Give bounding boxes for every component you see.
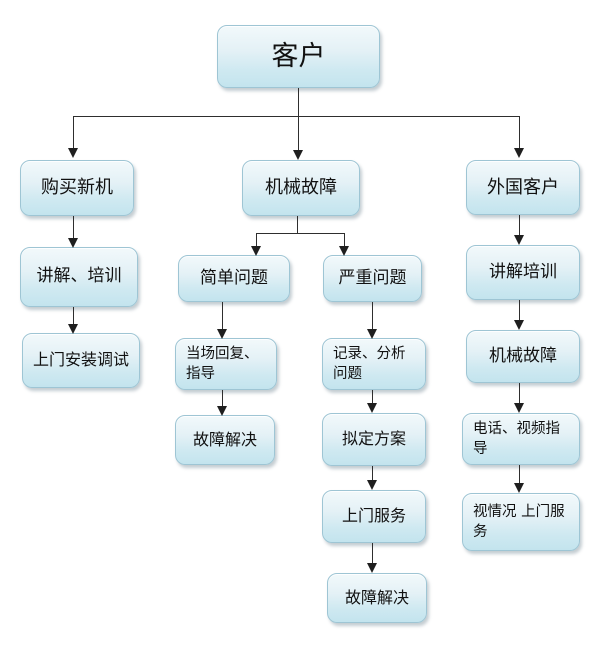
connector-simple-to-reply <box>222 302 223 329</box>
flowchart-node-fault-solved-simple: 故障解决 <box>175 415 275 465</box>
connector-split-bar <box>256 233 345 234</box>
arrowhead-to-onsite-reply <box>217 329 227 339</box>
arrowhead-to-onsite-service <box>367 480 377 490</box>
connector-phone-to-depends <box>519 465 520 483</box>
flowchart-node-foreign-customer: 外国客户 <box>466 160 580 215</box>
arrowhead-to-simple-problem <box>251 246 261 256</box>
arrowhead-to-buy-new <box>68 148 78 158</box>
connector-customer-stem <box>298 88 299 116</box>
flowchart-node-onsite-install-debug: 上门安装调试 <box>22 333 140 388</box>
arrowhead-to-onsite-depends <box>514 483 524 493</box>
connector-top-branch-bar <box>73 116 520 117</box>
flowchart-node-serious-problem: 严重问题 <box>323 255 422 302</box>
arrowhead-to-mech-fault <box>293 150 303 160</box>
arrowhead-to-fault-solved-serious <box>367 563 377 573</box>
arrowhead-to-fault-solved-simple <box>217 406 227 416</box>
arrowhead-to-serious-problem <box>339 246 349 256</box>
connector-record-to-plan <box>372 390 373 404</box>
flowchart-node-customer: 客户 <box>217 25 380 88</box>
flowchart-node-mechanical-fault-right: 机械故障 <box>466 330 580 383</box>
arrowhead-to-explain-right <box>514 235 524 245</box>
connector-plan-to-service <box>372 466 373 481</box>
connector-drop-serious <box>344 233 345 246</box>
flowchart-node-explain-training-right: 讲解培训 <box>466 245 580 300</box>
flowchart-node-explain-training-left: 讲解、培训 <box>20 247 138 307</box>
connector-drop-simple <box>256 233 257 246</box>
connector-drop-foreign <box>519 116 520 148</box>
connector-explain-to-mech-right <box>519 300 520 320</box>
flowchart-node-phone-video-guidance: 电话、视频指导 <box>462 413 580 465</box>
flowchart-node-onsite-reply-guidance: 当场回复、指导 <box>175 338 277 390</box>
connector-serious-to-record <box>372 302 373 329</box>
arrowhead-to-mech-fault-right <box>514 320 524 330</box>
flowchart-node-draft-plan: 拟定方案 <box>322 413 426 466</box>
flowchart-node-simple-problem: 简单问题 <box>178 255 290 302</box>
connector-drop-mech-fault <box>298 116 299 150</box>
connector-drop-buy-new <box>73 116 74 148</box>
flowchart-node-mechanical-fault: 机械故障 <box>242 160 360 216</box>
connector-mech-fault-stem <box>297 216 298 233</box>
connector-reply-to-solved <box>222 390 223 406</box>
arrowhead-to-draft-plan <box>367 403 377 413</box>
arrowhead-to-phone-video <box>514 403 524 413</box>
arrowhead-to-record-analyze <box>367 329 377 339</box>
connector-explain-to-install <box>73 307 74 324</box>
flowchart-node-record-analyze: 记录、分析问题 <box>322 338 426 390</box>
connector-service-to-solved <box>372 543 373 563</box>
flowchart-node-buy-new-machine: 购买新机 <box>20 160 134 216</box>
connector-buy-new-to-explain <box>73 216 74 238</box>
arrowhead-to-foreign <box>514 148 524 158</box>
flowchart-node-onsite-service: 上门服务 <box>322 490 426 543</box>
connector-mech-to-phone-video <box>519 383 520 403</box>
arrowhead-to-onsite-install <box>68 324 78 334</box>
flowchart-node-onsite-depends: 视情况 上门服务 <box>462 493 580 551</box>
flowchart-node-fault-solved-serious: 故障解决 <box>327 573 427 623</box>
connector-foreign-to-explain <box>519 215 520 235</box>
arrowhead-to-explain-left <box>68 238 78 248</box>
